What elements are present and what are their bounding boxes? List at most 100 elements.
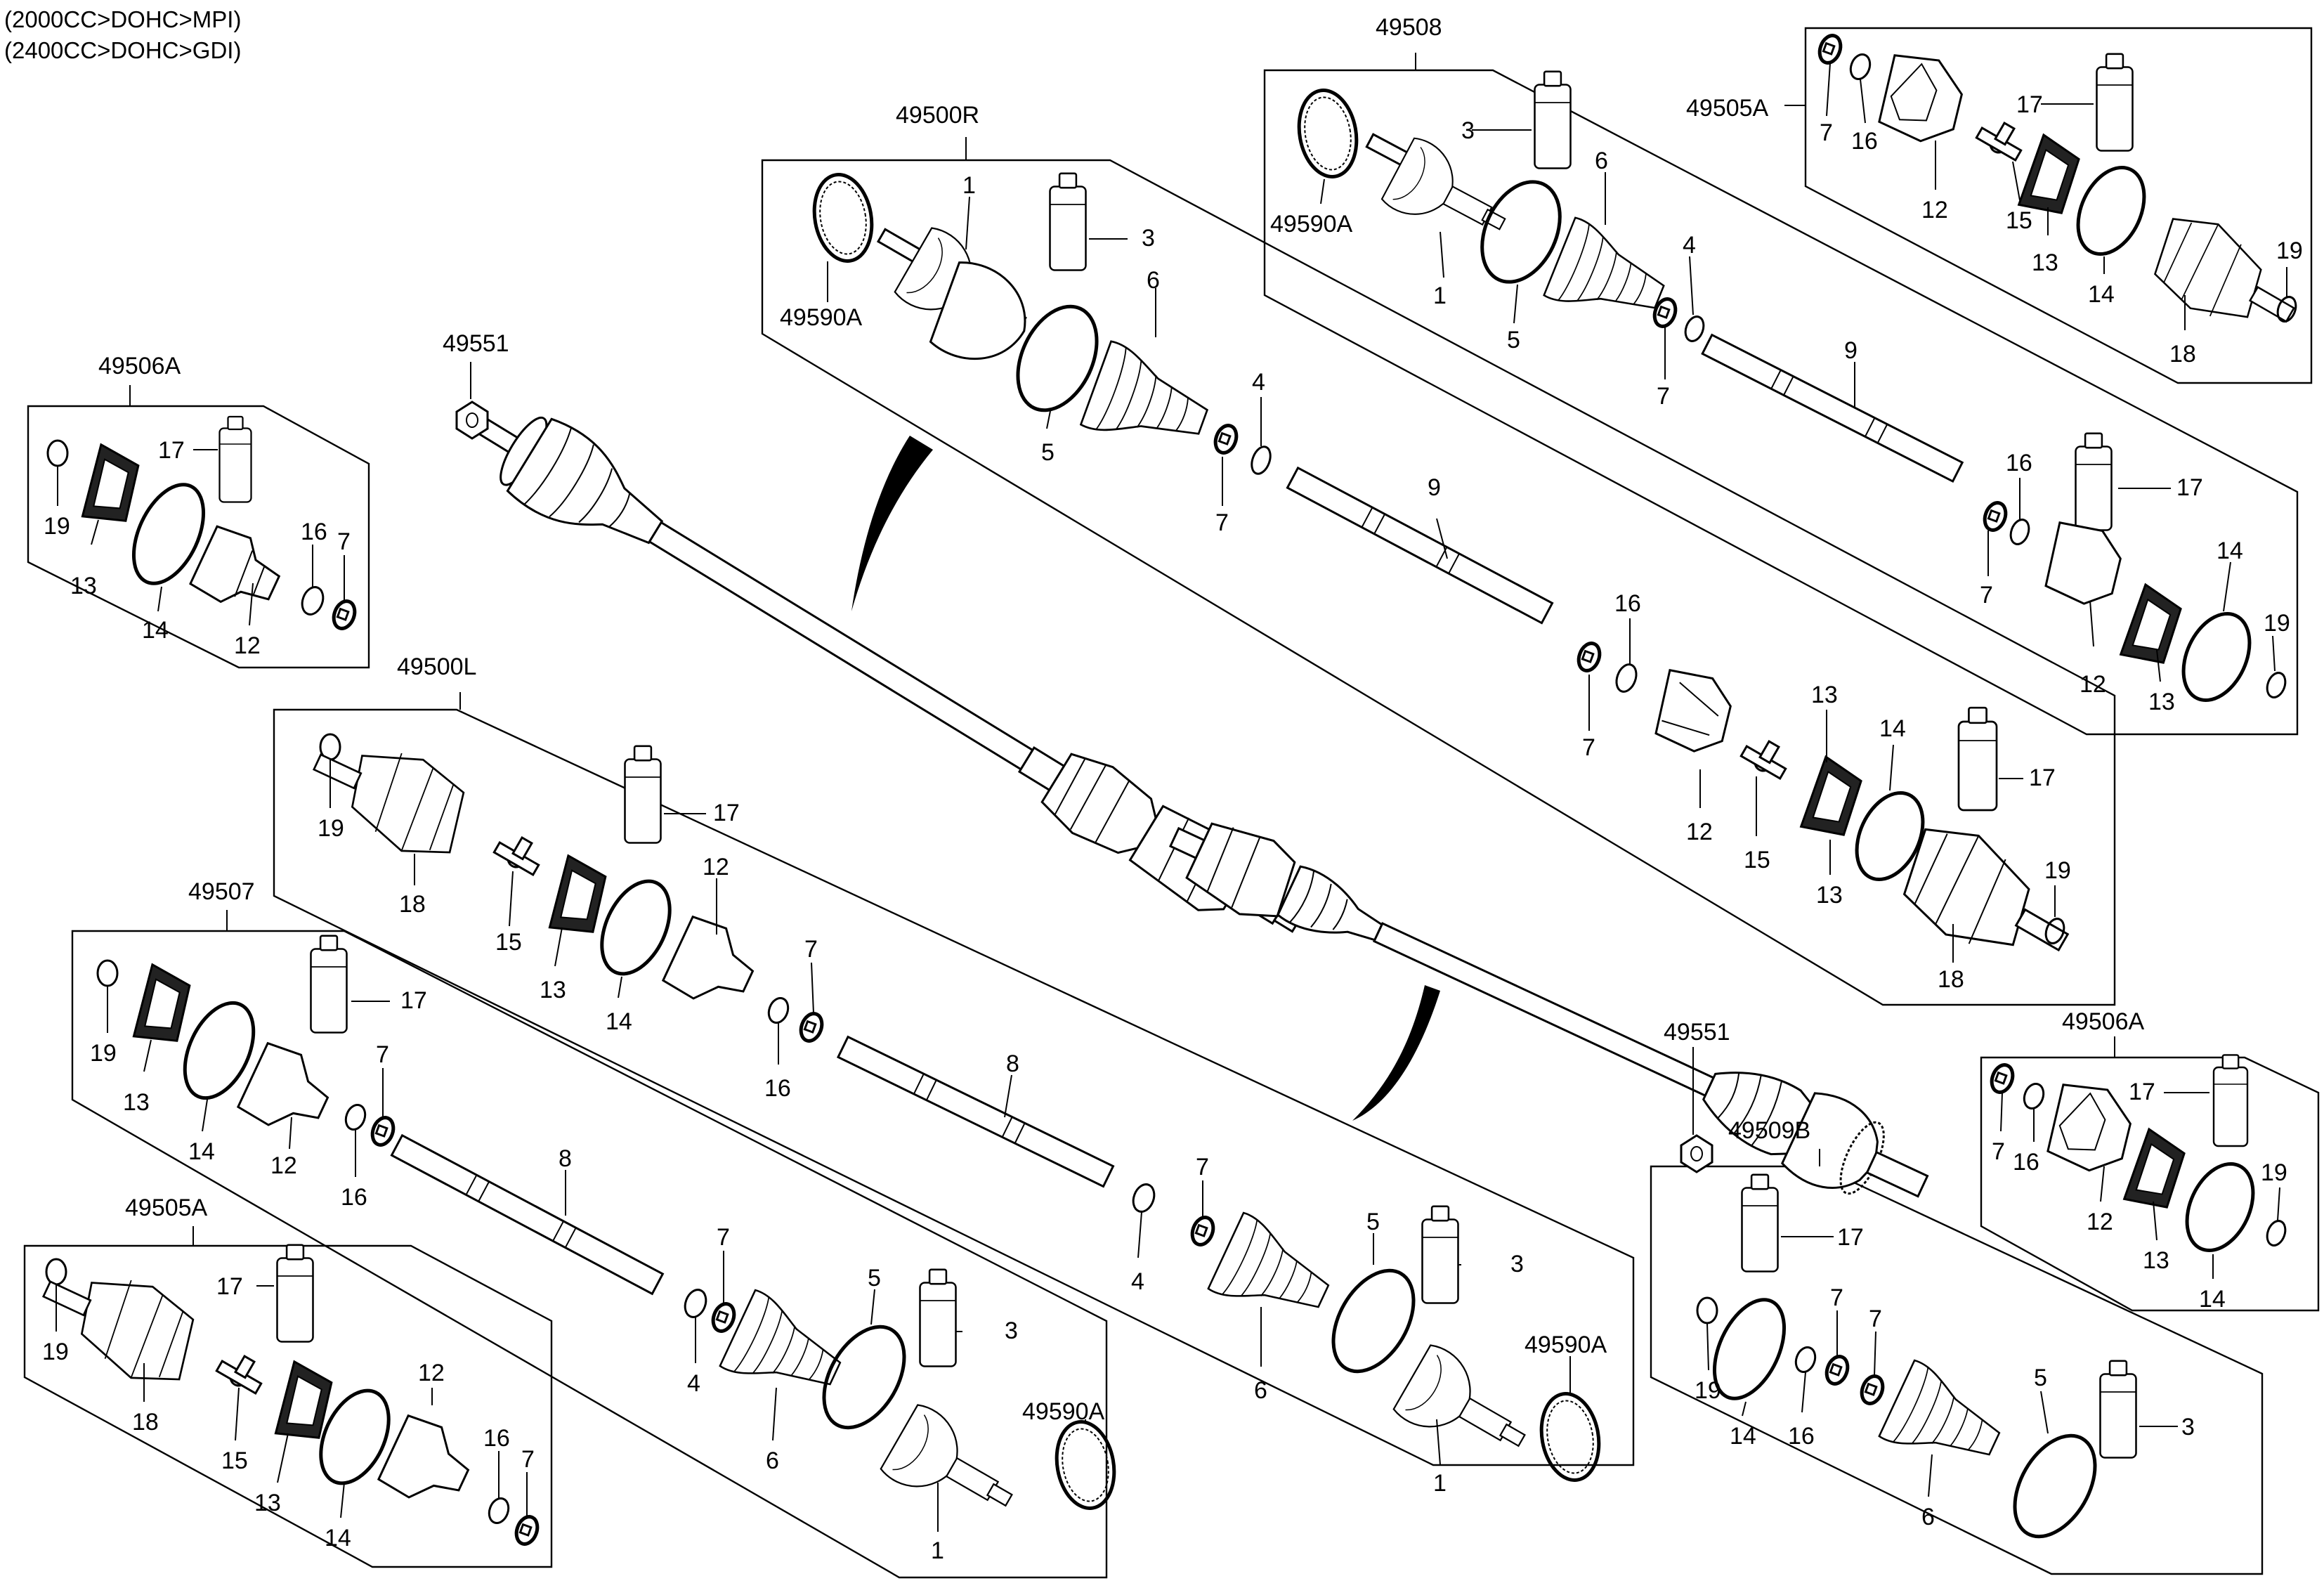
reference-arrow-lower [1352,985,1440,1121]
assembly-box-49506A-left [27,405,370,669]
callout-15: 15 [495,929,522,956]
callout-19: 19 [2264,610,2290,637]
callout-3: 3 [1461,117,1475,144]
assembly-label-49500L: 49500L [397,653,476,680]
callout-16: 16 [483,1425,510,1452]
callout-17: 17 [2176,474,2203,501]
callout-3: 3 [1142,225,1155,252]
callout-16: 16 [1788,1423,1815,1450]
callout-19: 19 [2261,1159,2287,1186]
header-line-2: (2400CC>DOHC>GDI) [4,37,242,63]
callout-12: 12 [1921,197,1948,223]
callout-17: 17 [713,800,740,826]
callout-16: 16 [1614,590,1641,617]
callout-7: 7 [1582,734,1595,761]
callout-17: 17 [216,1273,243,1300]
leader-lines [56,53,2287,1532]
callout-1: 1 [962,172,976,199]
callout-14: 14 [2217,538,2243,564]
callout-7: 7 [804,936,818,963]
callout-3: 3 [2181,1414,2195,1440]
callout-49590A: 49590A [780,304,863,331]
part-group-49508 [1293,70,2287,703]
assembly-label-49500R: 49500R [896,102,979,129]
callout-13: 13 [1816,882,1843,909]
part-group-49506A-right [1988,1054,2287,1253]
callout-labels: 49590A 1 3 5 6 4 7 9 16 7 12 13 15 14 13… [42,91,2303,1564]
callout-17: 17 [400,987,427,1014]
callout-19: 19 [42,1339,69,1365]
callout-12: 12 [418,1360,445,1386]
callout-19: 19 [2276,237,2303,264]
callout-7: 7 [337,528,351,555]
callout-5: 5 [868,1265,881,1291]
callout-19: 19 [90,1040,117,1067]
part-group-49506A-left [46,415,358,632]
callout-12: 12 [703,854,729,880]
callout-1: 1 [1433,1470,1447,1497]
callout-15: 15 [1744,847,1770,873]
callout-17: 17 [2129,1079,2155,1105]
callout-7: 7 [1215,509,1229,536]
callout-49590A: 49590A [1270,211,1353,237]
part-group-49500L [297,718,1605,1485]
callout-7: 7 [1992,1138,2005,1165]
callout-12: 12 [234,632,261,659]
callout-13: 13 [2143,1247,2169,1274]
reference-arrow-upper [851,436,933,611]
part-group-49509B [1696,1173,2137,1539]
lower-drive-shaft [1168,822,1929,1198]
callout-17: 17 [2016,91,2043,118]
callout-14: 14 [606,1008,632,1035]
callout-19: 19 [1695,1377,1721,1404]
callout-18: 18 [1938,966,1964,993]
callout-4: 4 [687,1370,700,1397]
callout-15: 15 [221,1447,248,1474]
callout-13: 13 [2148,689,2175,715]
callout-49590A: 49590A [1022,1398,1105,1425]
callout-4: 4 [1131,1268,1144,1295]
callout-13: 13 [1811,682,1838,708]
callout-13: 13 [123,1089,150,1116]
callout-12: 12 [2087,1209,2113,1235]
callout-18: 18 [132,1409,159,1436]
part-group-49505A-top [1816,32,2313,354]
callout-14: 14 [2088,281,2115,308]
callout-6: 6 [1147,267,1160,294]
callout-5: 5 [1507,327,1520,353]
assembly-box-49500R [761,159,2116,1006]
callout-17: 17 [158,437,185,464]
assembly-label-49506A-left: 49506A [98,353,181,379]
callout-13: 13 [254,1490,281,1516]
callout-7: 7 [1830,1284,1843,1311]
callout-3: 3 [1510,1251,1524,1277]
assembly-label-49508: 49508 [1376,14,1442,41]
part-group-49507 [96,935,1121,1536]
callout-13: 13 [2032,249,2058,276]
callout-9: 9 [1428,474,1441,501]
callout-14: 14 [1730,1423,1756,1450]
callout-16: 16 [2013,1149,2039,1176]
callout-13: 13 [540,977,566,1003]
assembly-label-49507: 49507 [188,878,255,905]
callout-19: 19 [2044,857,2071,884]
assembly-box-49500L [273,708,1635,1466]
callout-17: 17 [2029,764,2056,791]
callout-14: 14 [1879,715,1906,742]
callout-1: 1 [1433,282,1447,309]
assembly-label-49551-right: 49551 [1664,1019,1730,1046]
part-group-49505A-bottom [27,1244,541,1547]
header-line-1: (2000CC>DOHC>MPI) [4,6,242,32]
callout-16: 16 [301,519,327,545]
callout-4: 4 [1252,369,1265,396]
assembly-box-49505A-bottom [23,1244,553,1568]
callout-7: 7 [717,1224,730,1251]
callout-19: 19 [44,513,70,540]
assembly-label-49506A-right: 49506A [2062,1008,2145,1035]
assembly-label-49551-top: 49551 [443,330,509,357]
callout-16: 16 [2006,450,2032,476]
callout-6: 6 [1254,1377,1267,1404]
callout-12: 12 [1686,819,1713,845]
callout-16: 16 [1851,128,1878,155]
